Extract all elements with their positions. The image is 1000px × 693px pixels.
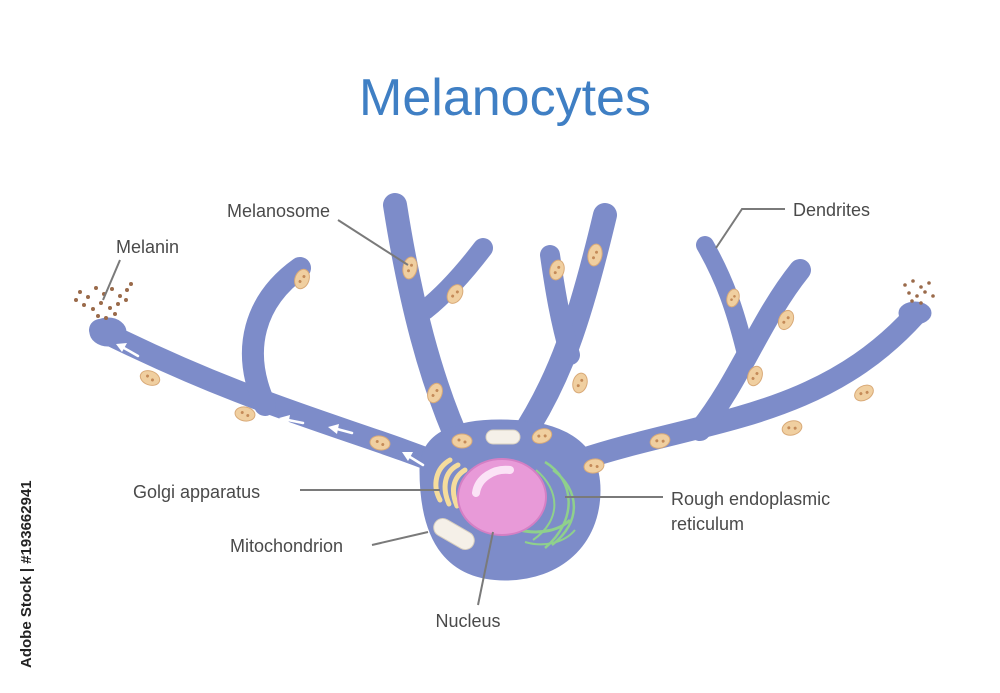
label-golgi: Golgi apparatus	[133, 482, 260, 502]
stock-credit: Adobe Stock | #193662941	[18, 480, 35, 668]
label-rough-er-line1: Rough endoplasmic	[671, 489, 830, 509]
dendrite-far-left	[89, 319, 466, 481]
label-melanosome: Melanosome	[227, 201, 330, 221]
melanosome	[777, 309, 795, 331]
melanosome	[234, 406, 256, 422]
label-melanin: Melanin	[116, 237, 179, 257]
label-nucleus: Nucleus	[435, 611, 500, 631]
label-mitochondrion: Mitochondrion	[230, 536, 343, 556]
arrow-icon	[116, 343, 140, 358]
dendrite-left-upper	[241, 257, 311, 416]
melanosome	[726, 288, 740, 308]
label-dendrites: Dendrites	[793, 200, 870, 220]
melanosome	[747, 365, 763, 387]
label-rough-er-line2: reticulum	[671, 514, 744, 534]
rough-endoplasmic-reticulum	[519, 460, 576, 549]
leader-mitochondrion	[371, 531, 429, 546]
melanosome	[451, 433, 473, 449]
melanosome	[446, 284, 464, 304]
dendrite-tip-right	[898, 301, 932, 325]
melanosome	[781, 420, 803, 436]
melanin-particles-left	[74, 282, 133, 320]
melanosome	[531, 428, 553, 444]
leader-lines	[102, 208, 785, 606]
dendrite-tip-left	[89, 317, 127, 347]
melanosome	[402, 256, 418, 280]
arrow-icon	[279, 415, 305, 425]
arrow-icon	[402, 452, 425, 467]
melanosome	[583, 458, 605, 474]
mitochondria	[433, 429, 521, 550]
melanin-particles-right	[903, 279, 935, 305]
arrow-icon	[328, 424, 354, 435]
melanosomes	[139, 243, 874, 474]
dendrite-center-left-fork	[415, 238, 493, 320]
melanosome	[549, 259, 565, 281]
dendrite-center-left	[383, 193, 474, 462]
melanosome	[139, 370, 161, 386]
leader-dendrites	[715, 208, 785, 249]
nucleus	[457, 458, 547, 536]
arrow-icon	[181, 393, 207, 404]
leader-melanosome	[337, 219, 409, 266]
diagram-title: Melanocytes	[359, 69, 651, 127]
leader-nucleus	[477, 531, 494, 606]
melanosome	[427, 382, 443, 404]
leader-melanin	[102, 259, 121, 301]
melanosome	[572, 372, 588, 394]
melanosome	[649, 433, 671, 449]
melanosome	[294, 268, 310, 290]
melanosome	[854, 384, 874, 402]
dendrites	[89, 193, 932, 481]
transport-arrows	[116, 343, 425, 467]
dendrite-right	[569, 304, 926, 471]
melanosome	[587, 243, 603, 267]
melanosome	[369, 435, 391, 451]
